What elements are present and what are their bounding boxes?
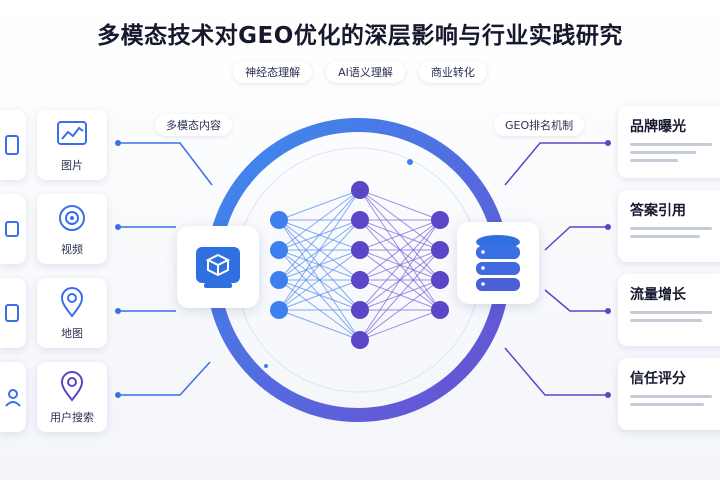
video-icon [59, 205, 85, 231]
output-title-brand: 品牌曝光 [630, 119, 686, 135]
database-icon [476, 235, 520, 291]
text-line [630, 227, 712, 230]
nn-node [270, 241, 288, 259]
connector-image [118, 142, 213, 186]
nn-node [270, 301, 288, 319]
text-line [630, 311, 712, 314]
nn-node [431, 271, 449, 289]
output-title-traffic: 流量增长 [630, 287, 686, 303]
text-line [630, 395, 712, 398]
neural-network-edges [278, 189, 441, 341]
nn-node [351, 241, 369, 259]
tag-ai-semantic: AI语义理解 [326, 61, 405, 83]
edge-card-3 [0, 278, 26, 348]
text-line [630, 319, 702, 322]
tag-neural: 神经态理解 [233, 61, 313, 83]
location-search-icon [60, 371, 84, 402]
nn-node [351, 301, 369, 319]
text-line [630, 143, 712, 146]
text-line [630, 159, 678, 162]
nn-edge [359, 189, 441, 221]
edge-card-4 [0, 362, 26, 432]
neural-network-nodes [270, 181, 449, 349]
nn-edge [359, 249, 441, 341]
tag-row: 神经态理解 AI语义理解 商业转化 [0, 61, 720, 83]
nn-edge [278, 189, 361, 311]
nn-node [351, 271, 369, 289]
nn-edge [359, 279, 441, 341]
output-card-brand[interactable]: 品牌曝光 [618, 106, 720, 178]
output-title-answer: 答案引用 [630, 203, 686, 219]
page-title: 多模态技术对GEO优化的深层影响与行业实践研究 [97, 23, 623, 49]
database-hub [457, 222, 539, 304]
connector-search [118, 361, 211, 396]
right-connectors [504, 142, 608, 396]
input-label-video: 视频 [61, 243, 83, 256]
chart-image-icon [57, 121, 87, 145]
nn-node [431, 211, 449, 229]
tag-commerce: 商业转化 [418, 61, 487, 83]
output-card-answer[interactable]: 答案引用 [618, 190, 720, 262]
nn-node [270, 211, 288, 229]
input-label-image: 图片 [61, 159, 83, 172]
output-title-trust: 信任评分 [630, 371, 686, 387]
left-connectors [118, 142, 213, 396]
text-line [630, 403, 704, 406]
connector-brand [504, 142, 608, 186]
nn-node [270, 271, 288, 289]
nn-node [431, 241, 449, 259]
nn-node [351, 211, 369, 229]
output-card-trust[interactable]: 信任评分 [618, 358, 720, 430]
ring-dot [407, 159, 413, 165]
nn-edge [359, 219, 441, 251]
connector-trust [504, 347, 608, 396]
text-line [630, 151, 696, 154]
document-icon [5, 304, 19, 322]
map-pin-icon [60, 287, 84, 318]
nn-edge [278, 249, 361, 311]
input-card-image[interactable]: 图片 [37, 110, 107, 180]
right-section-label: GEO排名机制 [494, 114, 585, 136]
nn-edge [359, 219, 441, 311]
input-card-video[interactable]: 视频 [37, 194, 107, 264]
left-section-label: 多模态内容 [155, 114, 232, 136]
nn-edge [278, 189, 361, 281]
nn-node [351, 331, 369, 349]
document-icon [5, 135, 19, 155]
user-icon [5, 389, 21, 407]
left-connector-dots [115, 140, 121, 398]
input-label-map: 地图 [61, 327, 83, 340]
edge-card-1 [0, 110, 26, 180]
input-label-search: 用户搜索 [50, 411, 94, 424]
nn-edge [278, 189, 361, 221]
nn-edge [359, 309, 441, 341]
text-line [630, 235, 700, 238]
right-connector-dots [605, 140, 611, 398]
input-card-map[interactable]: 地图 [37, 278, 107, 348]
connector-answer [544, 226, 608, 251]
ring-dot-small [264, 364, 268, 368]
nn-node [351, 181, 369, 199]
nn-node [431, 301, 449, 319]
nn-edge [359, 219, 441, 341]
cube-box-icon [196, 247, 240, 288]
nn-edge [278, 309, 361, 341]
multimodal-hub [177, 226, 259, 308]
nn-edge [278, 219, 361, 311]
nn-edge [278, 279, 361, 311]
document-icon [5, 221, 19, 237]
nn-edge [278, 189, 361, 251]
edge-card-2 [0, 194, 26, 264]
connector-traffic [544, 289, 608, 312]
nn-edge [359, 219, 441, 281]
input-card-search[interactable]: 用户搜索 [37, 362, 107, 432]
output-card-traffic[interactable]: 流量增长 [618, 274, 720, 346]
